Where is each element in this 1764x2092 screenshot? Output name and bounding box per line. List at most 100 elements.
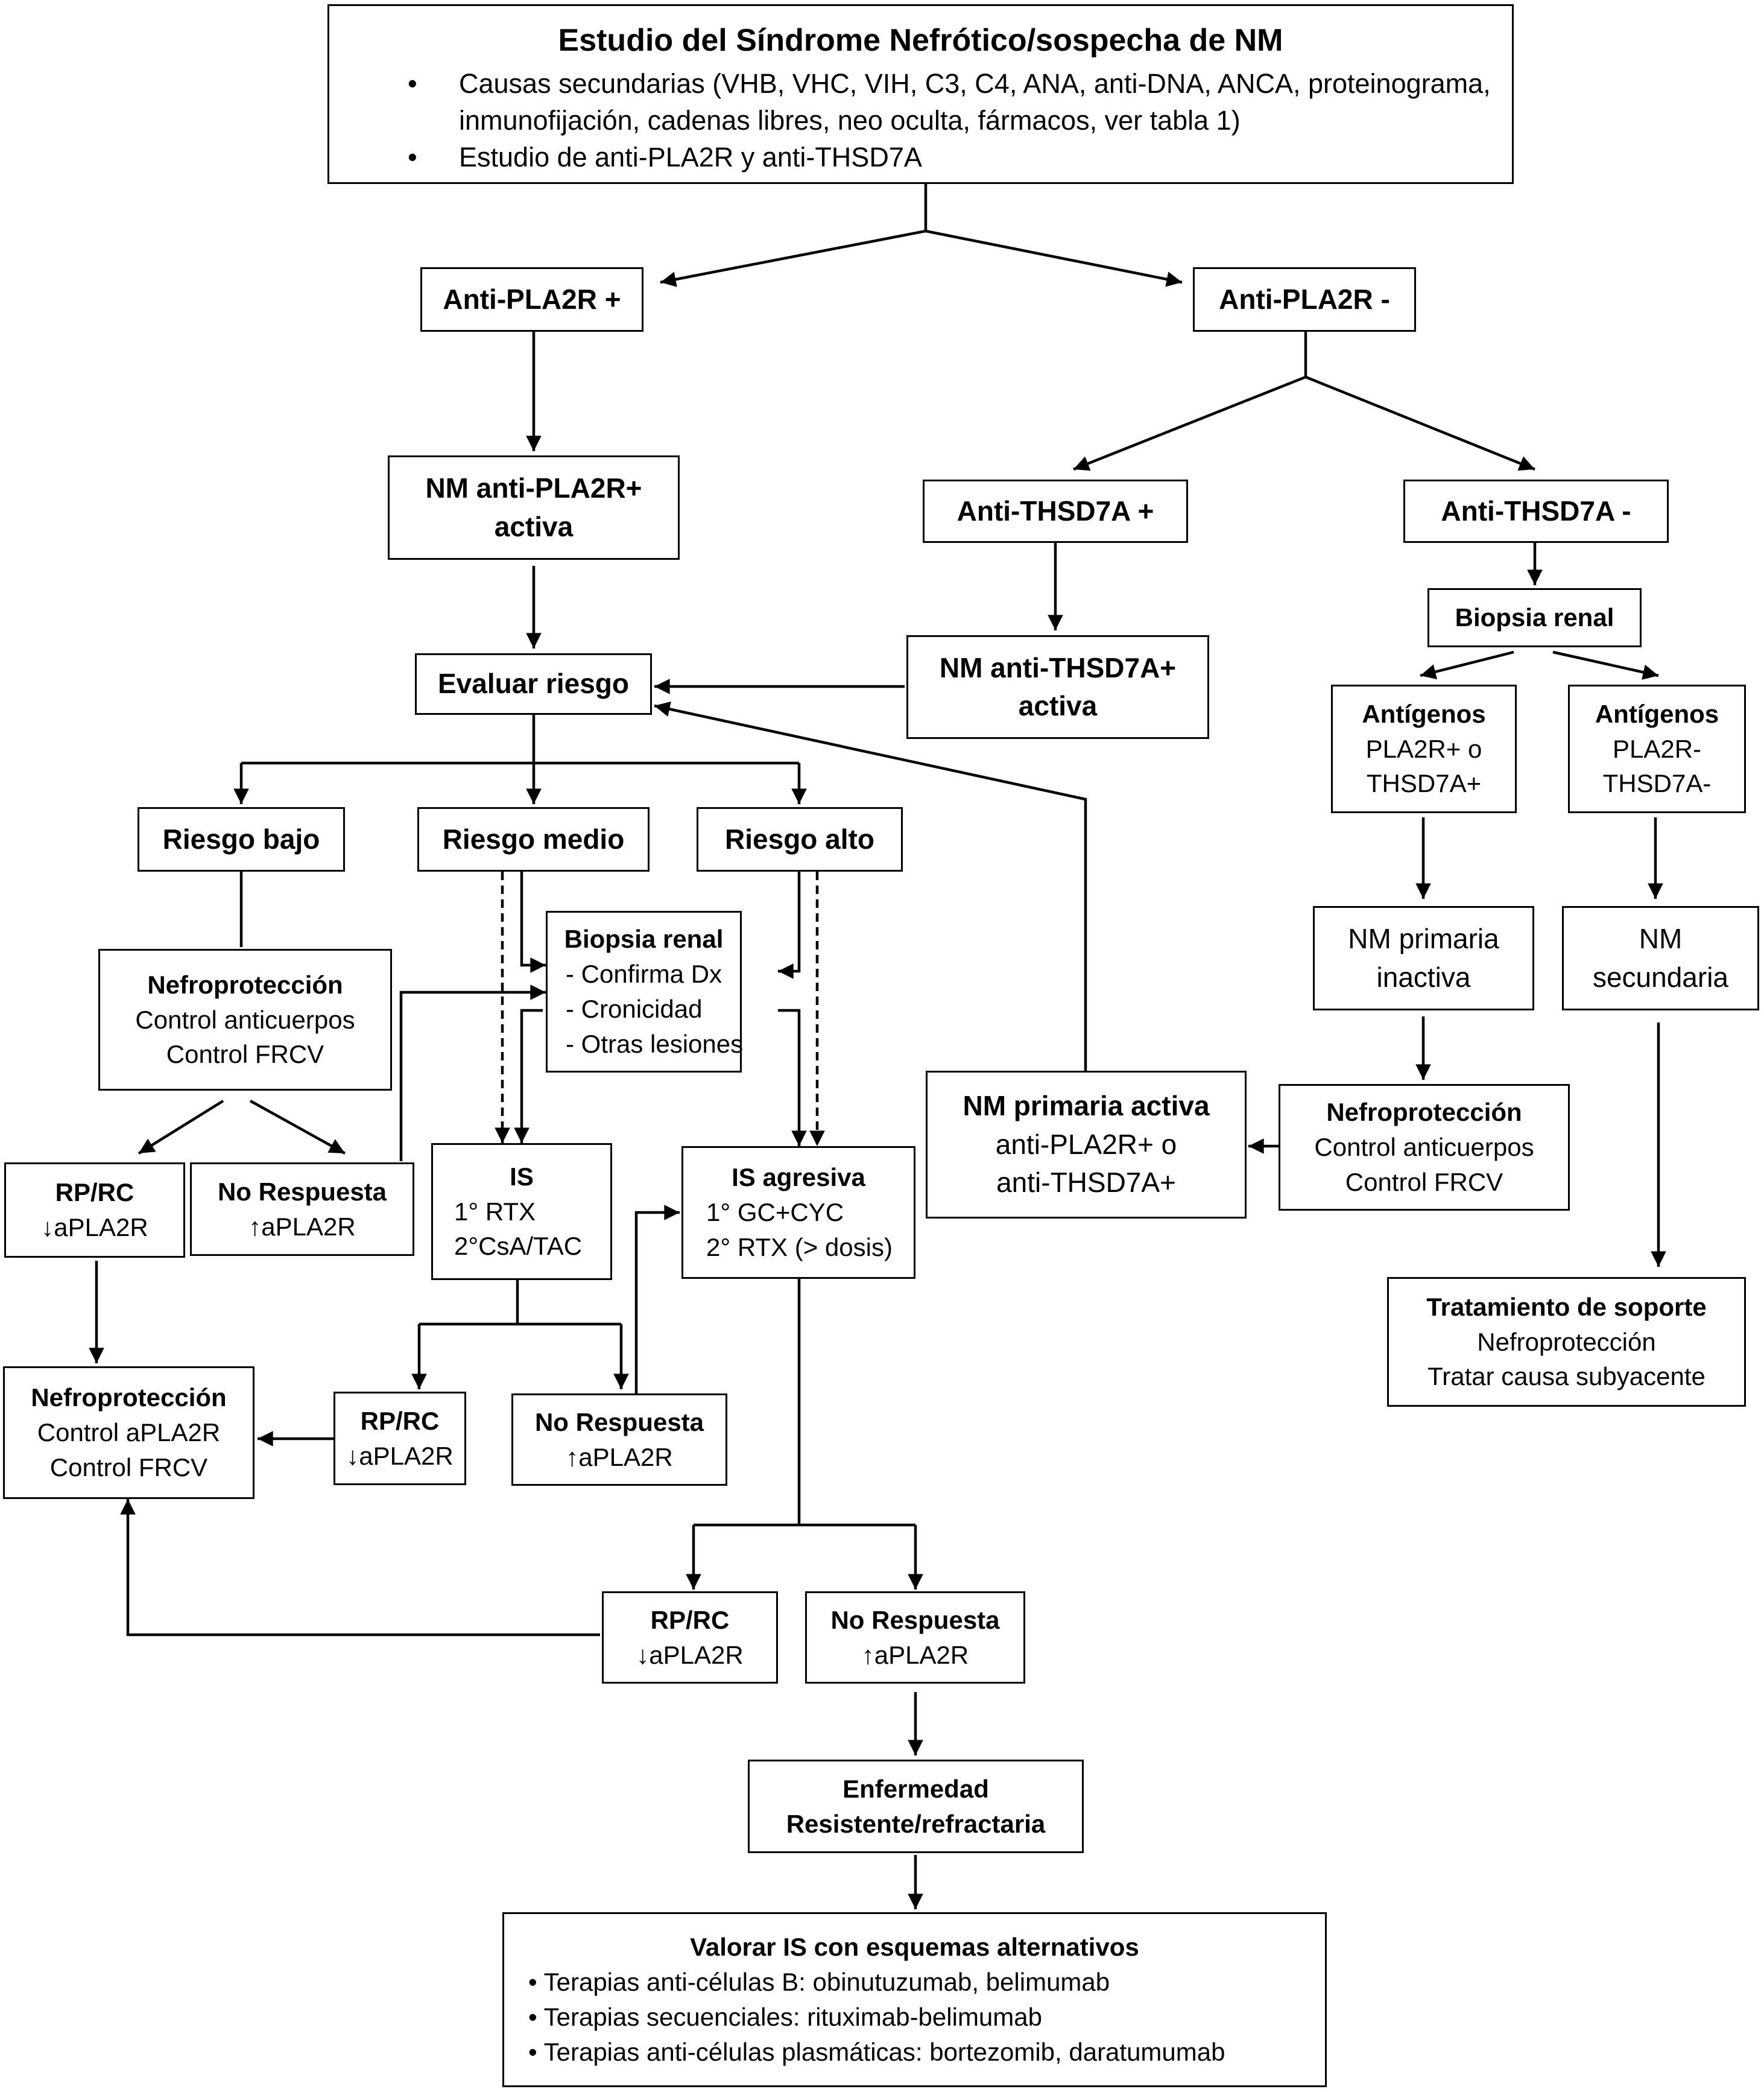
nephro-bottom-title: Nefroprotección (31, 1383, 227, 1412)
alternatives-title: Valorar IS con esquemas alternativos (690, 1933, 1139, 1962)
arrow-high-to-biopsy (778, 872, 801, 979)
no-response-bottom-title: No Respuesta (830, 1605, 1000, 1634)
nm-primary-active-title: NM primaria activa (963, 1090, 1210, 1122)
anti-pla2r-negative-label: Anti-PLA2R - (1219, 283, 1390, 315)
refractory-line2: Resistente/refractaria (786, 1809, 1046, 1838)
antigens-negative-title: Antígenos (1595, 699, 1719, 728)
risk-high-box: Riesgo alto (697, 807, 903, 872)
nm-thsd7a-active-box: NM anti-THSD7A+ activa (906, 635, 1209, 739)
biopsy-center-title: Biopsia renal (564, 925, 724, 954)
study-bullets: •Causas secundarias (VHB, VHC, VIH, C3, … (408, 65, 1491, 176)
nm-secondary-line1: NM (1639, 923, 1683, 955)
no-response-mid-title: No Respuesta (534, 1407, 704, 1436)
nephro-low-line1: Control anticuerpos (135, 1005, 355, 1034)
study-bullet-item: •Estudio de anti-PLA2R y anti-THSD7A (408, 142, 922, 173)
rp-rc-low-value: ↓aPLA2R (41, 1213, 148, 1241)
is-aggressive-title: IS agresiva (732, 1163, 865, 1192)
nephro-bottom-box: Nefroprotección Control aPLA2R Control F… (3, 1366, 254, 1499)
refractory-line1: Enfermedad (842, 1774, 989, 1803)
no-response-mid-value: ↑aPLA2R (566, 1442, 673, 1471)
nm-primary-active-box: NM primaria activa anti-PLA2R+ o anti-TH… (926, 1071, 1247, 1219)
biopsy-center-box: Biopsia renal - Confirma Dx - Cronicidad… (546, 911, 743, 1073)
refractory-box: Enfermedad Resistente/refractaria (748, 1760, 1084, 1853)
arrow-to-antigens-neg (1552, 650, 1659, 680)
biopsy-right-box: Biopsia renal (1427, 588, 1642, 647)
anti-thsd7a-positive-box: Anti-THSD7A + (923, 480, 1188, 543)
rp-rc-bottom-title: RP/RC (650, 1605, 730, 1634)
anti-thsd7a-negative-label: Anti-THSD7A - (1441, 495, 1631, 527)
antigens-positive-box: Antígenos PLA2R+ o THSD7A+ (1331, 685, 1517, 813)
is-line1: 1° RTX (454, 1197, 536, 1226)
nephro-right-line1: Control anticuerpos (1314, 1133, 1534, 1162)
support-title: Tratamiento de soporte (1426, 1292, 1707, 1321)
rp-rc-bottom-value: ↓aPLA2R (636, 1640, 744, 1669)
rp-rc-low-box: RP/RC ↓aPLA2R (4, 1162, 185, 1258)
arrow-to-thsd7a-neg (1305, 375, 1535, 471)
nephro-low-box: Nefroprotección Control anticuerpos Cont… (98, 949, 392, 1091)
is-line2: 2°CsA/TAC (454, 1232, 583, 1261)
antigens-negative-line3: THSD7A- (1602, 769, 1712, 798)
arrow-no-resp-low-to-biopsy (399, 984, 546, 1161)
arrow-rp-rc-bottom-to-nephro (120, 1499, 600, 1637)
nm-secondary-line2: secundaria (1592, 961, 1729, 993)
risk-low-box: Riesgo bajo (138, 807, 345, 872)
nm-thsd7a-active-line1: NM anti-THSD7A+ (939, 651, 1177, 683)
nephro-right-line2: Control FRCV (1345, 1167, 1503, 1196)
antigens-positive-line2: PLA2R+ o (1365, 734, 1482, 763)
alternatives-item: • Terapias anti-células B: obinutuzumab,… (528, 1968, 1110, 1997)
arrow-to-antigens-pos (1420, 650, 1514, 680)
is-title: IS (510, 1162, 534, 1191)
antigens-negative-box: Antígenos PLA2R- THSD7A- (1568, 685, 1746, 813)
support-line2: Tratar causa subyacente (1427, 1362, 1706, 1391)
nm-primary-active-line1: anti-PLA2R+ o (995, 1128, 1177, 1160)
alternatives-item: • Terapias secuenciales: rituximab-belim… (528, 2003, 1042, 2031)
nm-thsd7a-active-line2: activa (1018, 690, 1098, 721)
no-response-bottom-box: No Respuesta ↑aPLA2R (805, 1591, 1025, 1684)
study-title: Estudio del Síndrome Nefrótico/sospecha … (558, 23, 1283, 58)
nephro-bottom-line2: Control FRCV (49, 1453, 208, 1482)
is-aggressive-line1: 1° GC+CYC (706, 1198, 844, 1227)
rp-rc-mid-title: RP/RC (360, 1406, 440, 1435)
anti-thsd7a-positive-label: Anti-THSD7A + (956, 495, 1154, 527)
alternatives-box: Valorar IS con esquemas alternativos • T… (502, 1912, 1327, 2087)
rp-rc-bottom-box: RP/RC ↓aPLA2R (602, 1591, 778, 1684)
antigens-negative-line2: PLA2R- (1612, 734, 1702, 763)
study-bullet-item-cont: inmunofijación, cadenas libres, neo ocul… (459, 104, 1241, 136)
anti-pla2r-positive-label: Anti-PLA2R + (443, 283, 621, 315)
rp-rc-low-title: RP/RC (55, 1178, 134, 1207)
arrow-to-no-resp-low (249, 1100, 346, 1155)
antigens-positive-title: Antígenos (1362, 699, 1486, 728)
is-aggressive-line2: 2° RTX (> dosis) (706, 1232, 893, 1261)
nephro-right-box: Nefroprotección Control anticuerpos Cont… (1279, 1084, 1570, 1211)
evaluate-risk-box: Evaluar riesgo (415, 653, 652, 715)
nm-primary-inactive-line2: inactiva (1376, 961, 1471, 993)
biopsy-center-item: - Confirma Dx (566, 960, 722, 989)
anti-pla2r-negative-box: Anti-PLA2R - (1193, 267, 1416, 332)
anti-pla2r-positive-box: Anti-PLA2R + (420, 267, 643, 332)
nm-primary-active-line2: anti-THSD7A+ (996, 1167, 1176, 1199)
alternatives-item: • Terapias anti-células plasmáticas: bor… (528, 2037, 1225, 2066)
biopsy-center-item: - Cronicidad (566, 995, 703, 1023)
arrow-to-rp-rc-low (138, 1100, 224, 1155)
evaluate-risk-label: Evaluar riesgo (437, 668, 630, 700)
is-box: IS 1° RTX 2°CsA/TAC (431, 1143, 612, 1280)
nephro-low-line2: Control FRCV (166, 1040, 324, 1069)
arrow-to-thsd7a-pos (1073, 375, 1306, 471)
arrow-nm-active-to-evaluate (654, 701, 1087, 1071)
nm-secondary-box: NM secundaria (1562, 906, 1759, 1010)
nephro-low-title: Nefroprotección (147, 970, 343, 999)
study-box: Estudio del Síndrome Nefrótico/sospecha … (327, 4, 1514, 184)
biopsy-right-label: Biopsia renal (1455, 603, 1614, 632)
rp-rc-mid-value: ↓aPLA2R (346, 1441, 454, 1470)
no-response-mid-box: No Respuesta ↑aPLA2R (511, 1393, 727, 1486)
anti-thsd7a-negative-box: Anti-THSD7A - (1403, 480, 1669, 543)
alternatives-list: • Terapias anti-células B: obinutuzumab,… (528, 1965, 1225, 2070)
rp-rc-mid-box: RP/RC ↓aPLA2R (334, 1392, 466, 1485)
support-box: Tratamiento de soporte Nefroprotección T… (1387, 1277, 1746, 1407)
arrow-to-pla2r-pos (660, 229, 926, 287)
nm-pla2r-active-box: NM anti-PLA2R+ activa (388, 455, 680, 560)
antigens-positive-line3: THSD7A+ (1366, 769, 1482, 798)
arrow-to-pla2r-neg (925, 229, 1183, 287)
study-bullet-item: •Causas secundarias (VHB, VHC, VIH, C3, … (408, 68, 1491, 99)
